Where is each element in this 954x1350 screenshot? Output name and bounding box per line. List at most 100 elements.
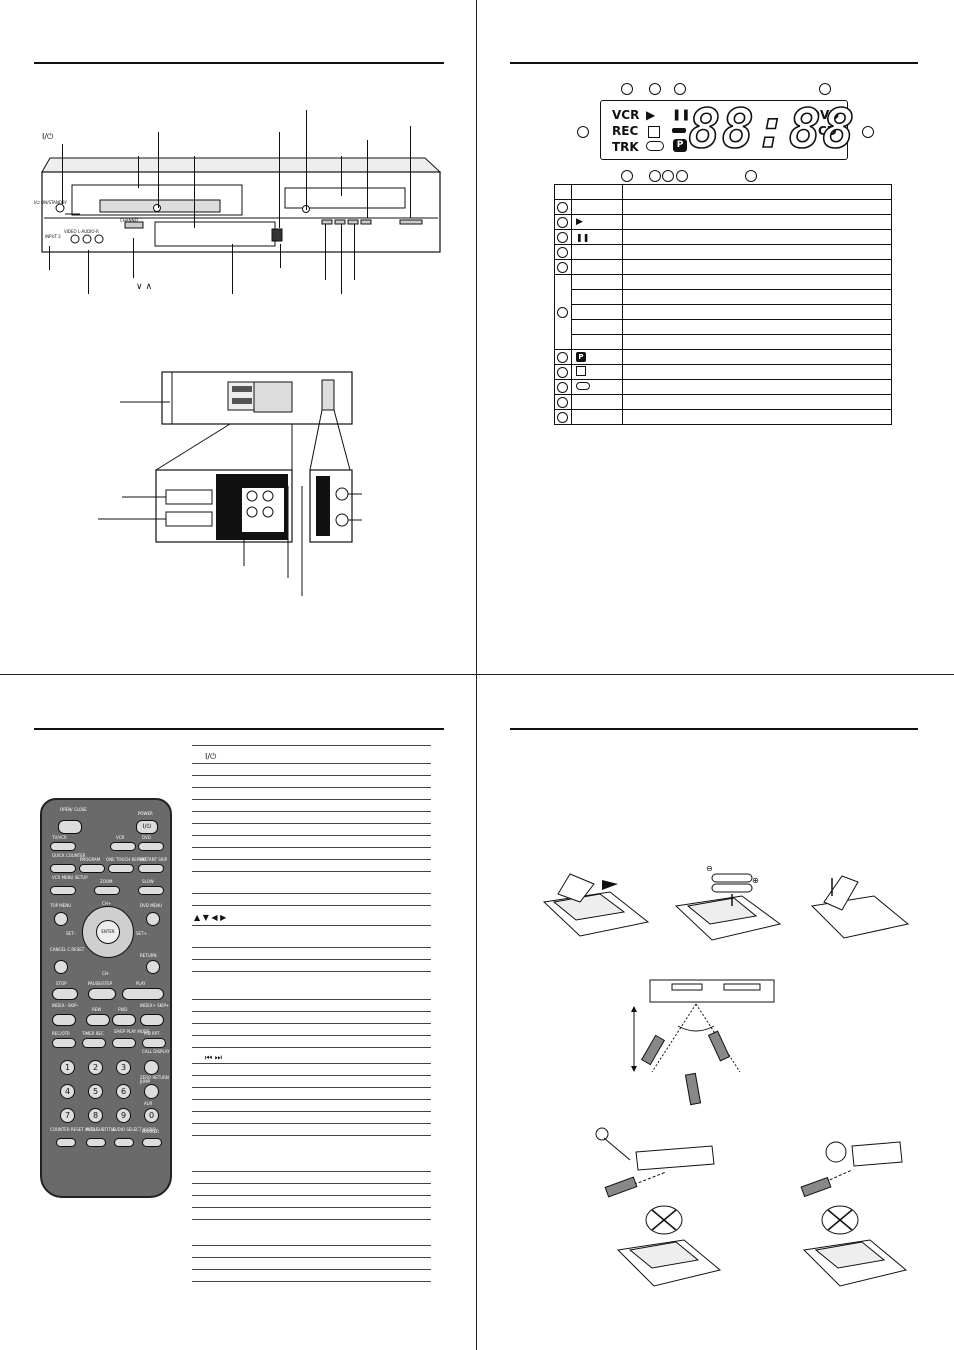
enter-button[interactable]: ENTER [96,920,120,944]
digit-5-button[interactable]: 5 [88,1084,103,1099]
counter-reset-button[interactable] [56,1138,76,1147]
sp-ep-label: SP/EP PLAY MODE [114,1029,150,1034]
sp-ep-button[interactable] [112,1038,136,1048]
vcr-menu-setup-button[interactable] [50,886,76,895]
program-button[interactable] [79,864,105,873]
audio-select-button[interactable] [114,1138,134,1147]
rec-otr-label: REC/OTR [52,1031,70,1036]
digit-0-button[interactable]: 0 [144,1108,159,1123]
dash-indicator [672,128,686,133]
digit-9-button[interactable]: 9 [116,1108,131,1123]
instant-skip-button[interactable] [138,864,164,873]
list-line [192,871,431,872]
top-menu-button[interactable] [54,912,68,926]
digit-7-button[interactable]: 7 [60,1108,75,1123]
list-line [192,787,431,788]
display-legend-table: ▶ ❚❚ P [554,184,892,425]
callout-line [158,132,159,208]
remote-control: OPEN/ CLOSE POWER I/⏻ TV/VCR VCR DVD QUI… [40,798,172,1198]
zoom-button[interactable] [94,886,120,895]
vcr-button[interactable] [110,842,136,851]
power-button[interactable]: I/⏻ [136,820,158,834]
list-line [192,1219,431,1220]
cd-indicator: CD [818,124,837,138]
rew-button[interactable] [86,1014,110,1026]
rear-panel-illustration [98,371,362,596]
skip-forward-button[interactable] [140,1014,164,1026]
slow-button[interactable] [138,886,164,895]
open-close-button[interactable] [58,820,82,834]
tv-vcr-button[interactable] [50,842,76,851]
instant-skip-label: INSTANT SKIP [140,857,168,862]
play-label: PLAY [136,981,146,986]
callout-number-circle [577,126,589,138]
marker-button[interactable] [142,1138,162,1147]
zero-return-button[interactable] [144,1084,159,1099]
callout-line [279,132,280,228]
list-line [192,905,431,906]
battery-heat-warning-illustration [802,1205,908,1287]
lcd-display [600,100,848,160]
a-b-rpt-button[interactable] [142,1038,166,1048]
callout-number-circle [676,170,688,182]
list-line [192,1099,431,1100]
legend-symbol [571,199,623,215]
battery-mixing-warning-illustration [616,1205,722,1287]
table-row [554,394,892,410]
zero-return-label: ZERO RETURN JUMP [140,1075,169,1084]
table-row [555,304,892,320]
one-touch-repeat-button[interactable] [108,864,134,873]
legend-symbol: ▶ [571,214,623,230]
section-rule [510,62,918,64]
list-line [192,1135,431,1136]
power-label: I/⏻ ON/STANDBY [34,200,67,205]
battery-cover-close-illustration [810,875,910,939]
timer-rec-button[interactable] [82,1038,106,1048]
page-divider-vertical [476,0,477,1350]
digit-3-button[interactable]: 3 [116,1060,131,1075]
list-line [192,971,431,972]
list-line [192,1207,431,1208]
quick-counter-button[interactable] [50,864,76,873]
return-button[interactable] [146,960,160,974]
digit-6-button[interactable]: 6 [116,1084,131,1099]
timer-icon [576,365,586,376]
program-label: PROGRAM [80,857,101,862]
atr-subtitle-button[interactable] [86,1138,106,1147]
callout-number-circle [745,170,757,182]
page-divider-horizontal [0,674,954,675]
stop-button[interactable] [52,988,78,1000]
fwd-button[interactable] [112,1014,136,1026]
digit-8-button[interactable]: 8 [88,1108,103,1123]
table-row: ❚❚ [554,229,892,245]
pause-step-button[interactable] [88,988,116,1000]
rew-label: REW [92,1007,102,1012]
set-minus-label: SET– [66,931,76,936]
pause-indicator: ❚❚ [672,108,691,121]
cancel-button[interactable] [54,960,68,974]
plus-polarity-mark: ⊕ [752,876,759,885]
rec-otr-button[interactable] [52,1038,76,1048]
call-display-label: CALL DISPLAY [142,1049,170,1054]
callout-line [341,224,342,294]
play-button[interactable] [122,988,164,1000]
table-row [554,409,892,425]
dvd-button[interactable] [138,842,164,851]
callout-number-circle [621,170,633,182]
callout-line [138,156,139,188]
list-line [192,1047,431,1048]
skip-back-button[interactable] [52,1014,76,1026]
zoom-label: ZOOM [100,879,113,884]
channel-label: CHANNEL [120,218,140,223]
slow-label: SLOW [142,879,154,884]
digit-2-button[interactable]: 2 [88,1060,103,1075]
callout-line [341,156,342,196]
dvd-menu-button[interactable] [146,912,160,926]
obstruction-precaution-illustration [800,1141,903,1198]
call-display-button[interactable] [144,1060,159,1075]
battery-insert-illustration [674,873,782,941]
callout-line [306,110,307,210]
digit-1-button[interactable]: 1 [60,1060,75,1075]
list-line [192,847,431,848]
digit-4-button[interactable]: 4 [60,1084,75,1099]
